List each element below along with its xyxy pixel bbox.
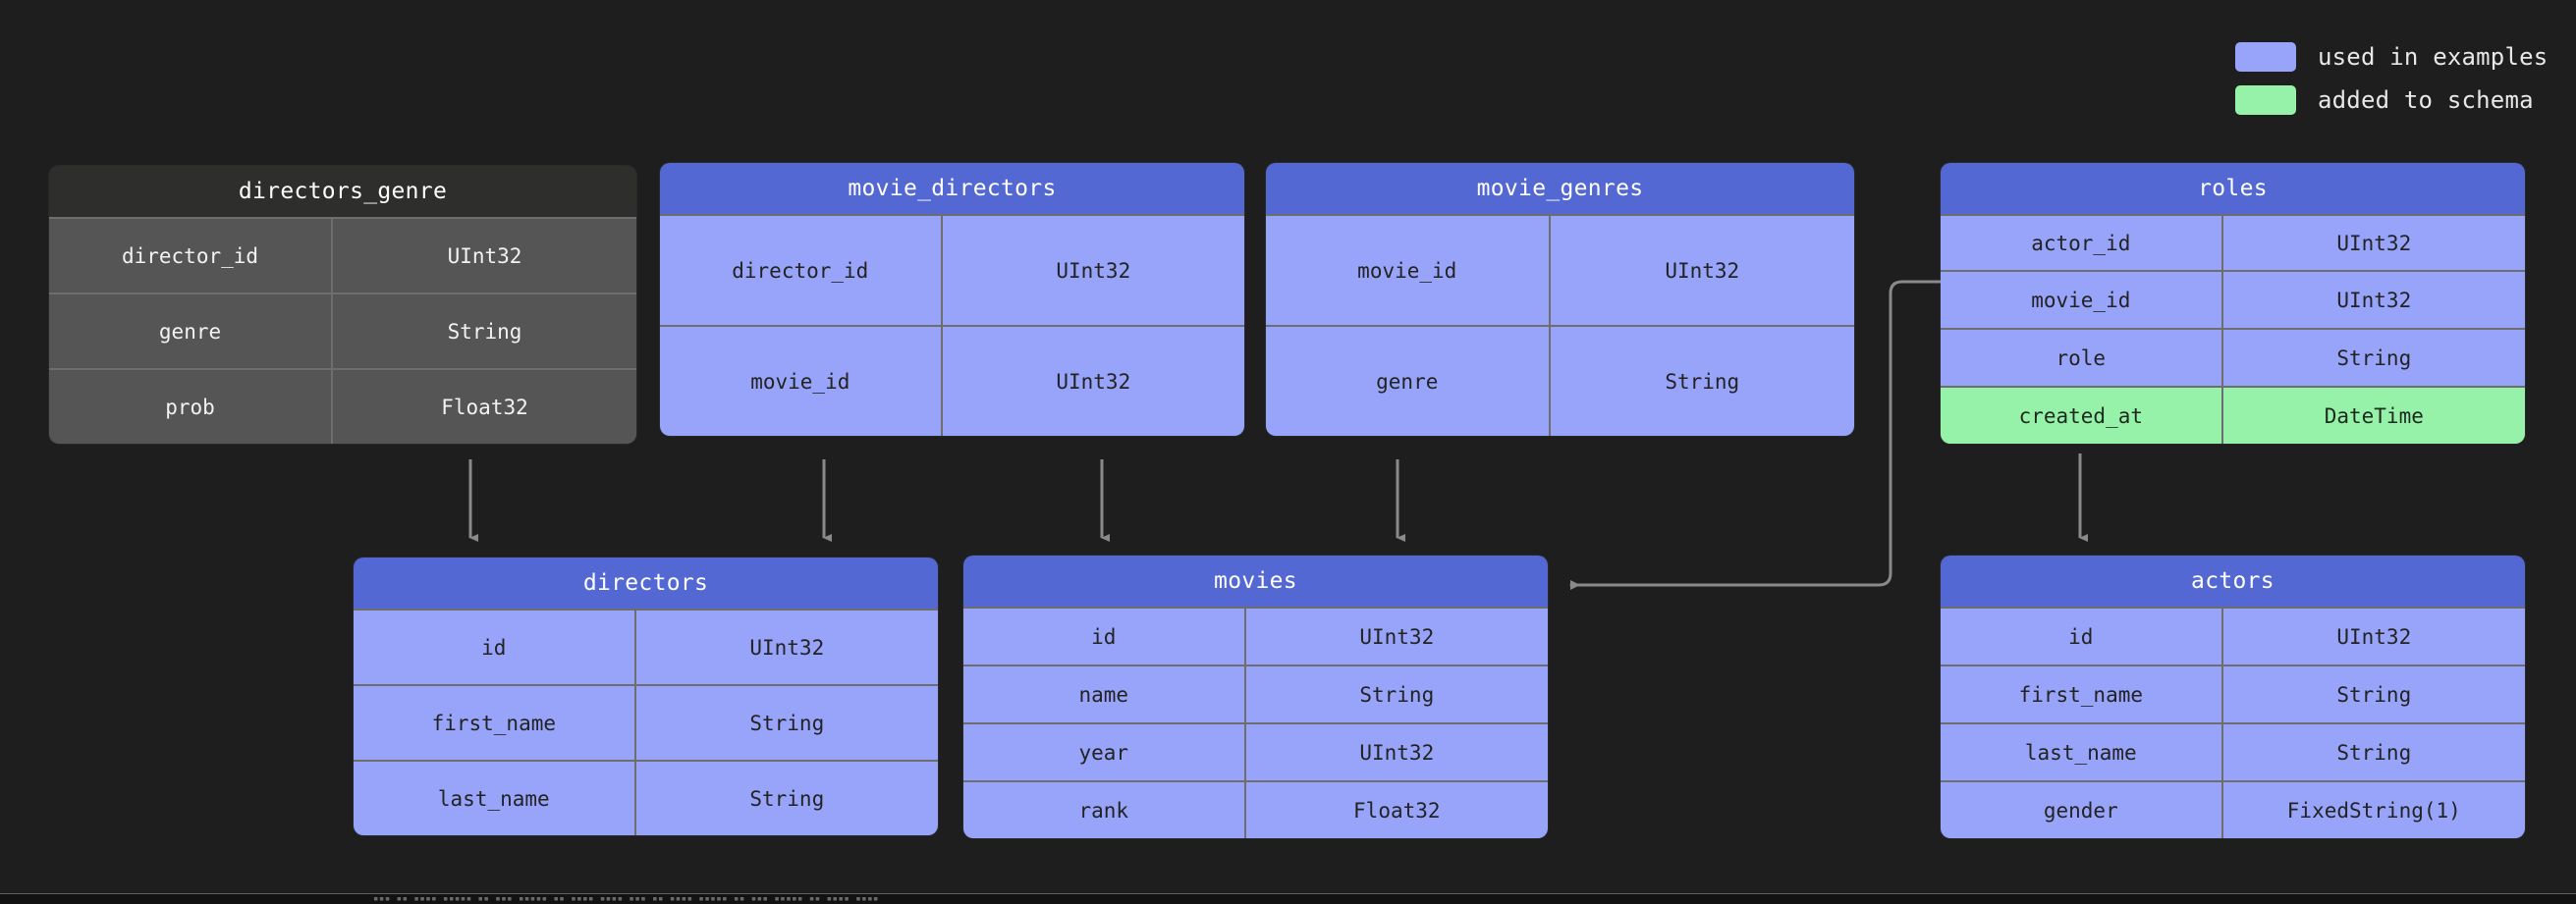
legend: used in examples added to schema	[2235, 42, 2548, 115]
column-name: director_id	[121, 243, 259, 268]
column-type: String	[633, 686, 938, 760]
table-title: directors	[354, 558, 938, 609]
table-row[interactable]: director_id UInt32	[660, 214, 1244, 325]
column-name: last_name	[437, 786, 550, 811]
table-row[interactable]: id UInt32	[1941, 607, 2525, 665]
table-row[interactable]: role String	[1941, 328, 2525, 386]
column-name: id	[2068, 624, 2094, 649]
table-row[interactable]: last_name String	[354, 760, 938, 835]
artifact-glyphs: ▪︎▪︎▪︎ ▪︎▪︎ ▪︎▪︎▪︎▪︎ ▪︎▪︎▪︎▪︎▪︎ ▪︎▪︎ ▪︎▪…	[373, 894, 879, 904]
column-name: id	[481, 635, 507, 660]
table-columns: id UInt32 name String year UInt32 rank F…	[963, 607, 1548, 838]
table-columns: id UInt32 first_name String last_name St…	[1941, 607, 2525, 838]
column-name: name	[1078, 682, 1129, 707]
column-name: genre	[158, 319, 222, 344]
column-type: UInt32	[2220, 216, 2525, 270]
legend-swatch-blue	[2235, 42, 2296, 72]
legend-item: used in examples	[2235, 42, 2548, 72]
column-type: UInt32	[633, 611, 938, 684]
column-name: rank	[1078, 798, 1129, 823]
column-name: genre	[1376, 369, 1439, 394]
column-name: last_name	[2024, 740, 2137, 765]
column-type: UInt32	[1243, 609, 1548, 665]
column-name: first_name	[2018, 682, 2144, 707]
table-row[interactable]: prob Float32	[49, 368, 636, 444]
table-row[interactable]: year UInt32	[963, 722, 1548, 780]
column-type: UInt32	[2220, 272, 2525, 328]
column-type: String	[2220, 330, 2525, 386]
column-name: role	[2055, 346, 2107, 370]
column-type: Float32	[331, 370, 636, 444]
table-row[interactable]: gender FixedString(1)	[1941, 780, 2525, 838]
table-title: movie_directors	[660, 163, 1244, 214]
column-type: String	[633, 762, 938, 835]
table-row[interactable]: rank Float32	[963, 780, 1548, 838]
table-row[interactable]: name String	[963, 665, 1548, 722]
column-type: UInt32	[940, 216, 1244, 325]
column-type: Float32	[1243, 782, 1548, 838]
column-type: FixedString(1)	[2220, 782, 2525, 838]
table-row[interactable]: movie_id UInt32	[1266, 214, 1854, 325]
table-columns: director_id UInt32 genre String prob Flo…	[49, 217, 636, 444]
table-columns: director_id UInt32 movie_id UInt32	[660, 214, 1244, 436]
column-type: String	[2220, 724, 2525, 780]
column-name: year	[1078, 740, 1129, 765]
column-name: director_id	[732, 258, 869, 283]
table-row[interactable]: first_name String	[354, 684, 938, 760]
column-type: UInt32	[1548, 216, 1854, 325]
table-title: roles	[1941, 163, 2525, 214]
table-row-added[interactable]: created_at DateTime	[1941, 386, 2525, 444]
column-type: UInt32	[2220, 609, 2525, 665]
table-columns: id UInt32 first_name String last_name St…	[354, 609, 938, 835]
column-type: String	[331, 294, 636, 368]
table-roles[interactable]: roles actor_id UInt32 movie_id UInt32 ro…	[1940, 162, 2526, 445]
table-title: actors	[1941, 556, 2525, 607]
table-title: movie_genres	[1266, 163, 1854, 214]
table-row[interactable]: last_name String	[1941, 722, 2525, 780]
bottom-artifact-strip: ▪︎▪︎▪︎ ▪︎▪︎ ▪︎▪︎▪︎▪︎ ▪︎▪︎▪︎▪︎▪︎ ▪︎▪︎ ▪︎▪…	[0, 893, 2576, 904]
table-columns: actor_id UInt32 movie_id UInt32 role Str…	[1941, 214, 2525, 444]
table-row[interactable]: id UInt32	[963, 607, 1548, 665]
table-row[interactable]: genre String	[49, 292, 636, 368]
table-movie_directors[interactable]: movie_directors director_id UInt32 movie…	[659, 162, 1245, 437]
table-row[interactable]: first_name String	[1941, 665, 2525, 722]
column-type: UInt32	[331, 219, 636, 292]
table-row[interactable]: movie_id UInt32	[1941, 270, 2525, 328]
column-type: DateTime	[2220, 388, 2525, 444]
column-name: movie_id	[2031, 288, 2131, 312]
table-directors_genre[interactable]: directors_genre director_id UInt32 genre…	[48, 165, 637, 445]
column-type: String	[1243, 666, 1548, 722]
column-type: String	[2220, 666, 2525, 722]
column-type: String	[1548, 327, 1854, 436]
table-row[interactable]: actor_id UInt32	[1941, 214, 2525, 270]
legend-label-added-to-schema: added to schema	[2318, 86, 2534, 114]
column-name: movie_id	[1357, 258, 1457, 283]
legend-item: added to schema	[2235, 85, 2548, 115]
legend-swatch-green	[2235, 85, 2296, 115]
legend-label-used-in-examples: used in examples	[2318, 43, 2549, 71]
table-row[interactable]: id UInt32	[354, 609, 938, 684]
table-columns: movie_id UInt32 genre String	[1266, 214, 1854, 436]
column-type: UInt32	[940, 327, 1244, 436]
column-name: first_name	[431, 711, 557, 735]
table-directors[interactable]: directors id UInt32 first_name String la…	[353, 557, 939, 836]
column-name: prob	[165, 395, 215, 419]
column-name: movie_id	[750, 369, 850, 394]
column-name: gender	[2043, 798, 2118, 823]
table-title: movies	[963, 556, 1548, 607]
table-row[interactable]: genre String	[1266, 325, 1854, 436]
column-name: actor_id	[2031, 231, 2131, 255]
column-name: id	[1091, 624, 1117, 649]
table-movie_genres[interactable]: movie_genres movie_id UInt32 genre Strin…	[1265, 162, 1855, 437]
column-type: UInt32	[1243, 724, 1548, 780]
table-title: directors_genre	[49, 166, 636, 217]
column-name: created_at	[2018, 403, 2144, 428]
table-row[interactable]: movie_id UInt32	[660, 325, 1244, 436]
table-actors[interactable]: actors id UInt32 first_name String last_…	[1940, 555, 2526, 839]
table-row[interactable]: director_id UInt32	[49, 217, 636, 292]
table-movies[interactable]: movies id UInt32 name String year UInt32…	[962, 555, 1549, 839]
